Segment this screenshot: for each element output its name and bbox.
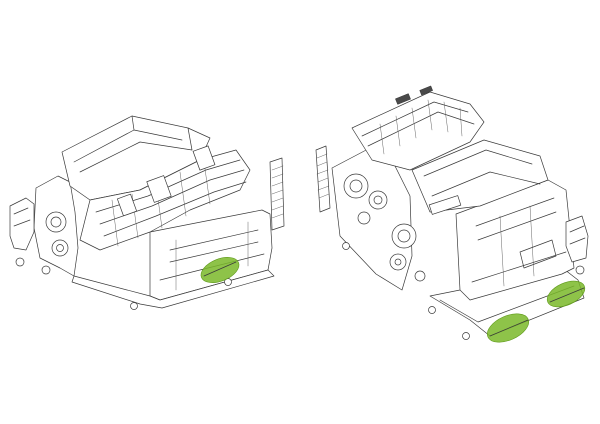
left-highlight-marker: [200, 257, 240, 283]
right-gear-train: [343, 173, 426, 282]
right-top-feeder: [351, 85, 485, 171]
left-printer-assembly: [9, 115, 285, 310]
right-side-panel: [455, 179, 575, 301]
right-highlight-marker-back: [546, 280, 586, 308]
left-inner-mechanism: [79, 145, 251, 251]
left-gear-housing: [9, 197, 69, 275]
right-highlight-marker-front: [487, 313, 529, 343]
right-vertical-rail: [315, 145, 331, 213]
right-printer-assembly: [315, 85, 589, 343]
right-connector-block: [565, 215, 589, 275]
left-base-frame: [71, 269, 275, 309]
left-vertical-rail: [269, 157, 285, 231]
